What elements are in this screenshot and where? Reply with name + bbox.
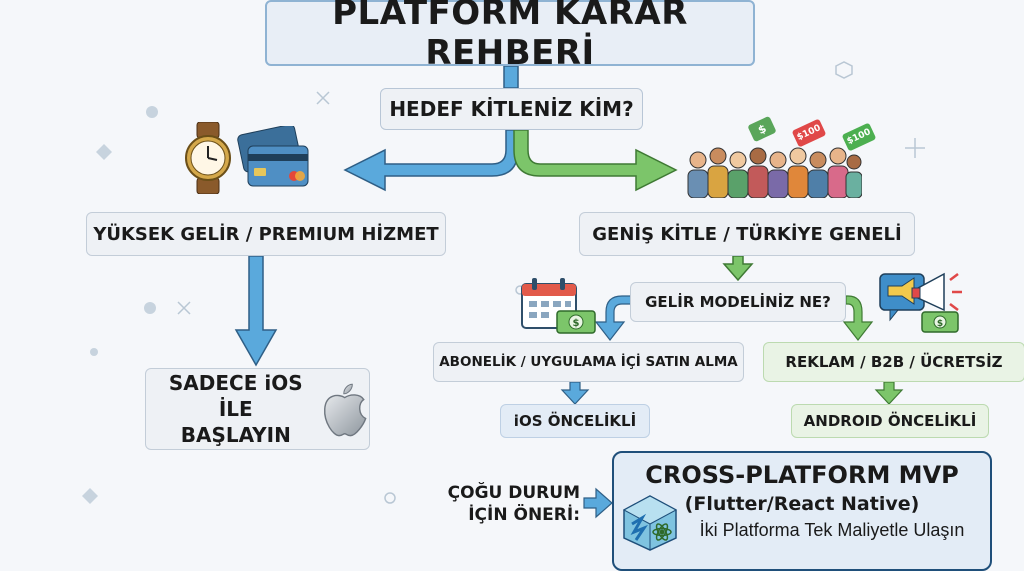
credit-card-icon xyxy=(237,126,309,187)
ads-branch-label: REKLAM / B2B / ÜCRETSİZ xyxy=(763,342,1024,382)
ios-only-line2: İLE BAŞLAYIN xyxy=(180,397,291,447)
decor-sparkles xyxy=(82,61,925,504)
decision-diagram: PLATFORM KARAR REHBERİ HEDEF KİTLENİZ Kİ… xyxy=(82,0,1024,571)
arrow-left-branch xyxy=(343,129,519,192)
crowd-icon xyxy=(687,147,862,198)
money-icon: $ xyxy=(556,310,596,334)
arrow-to-ios-first xyxy=(560,381,590,405)
android-first-result: ANDROID ÖNCELİKLİ xyxy=(791,404,989,438)
recommendation-line2: İÇİN ÖNERİ: xyxy=(468,505,580,525)
mass-market-branch-label: GENİŞ KİTLE / TÜRKİYE GENELİ xyxy=(579,212,915,256)
subscription-branch-label: ABONELİK / UYGULAMA İÇİ SATIN ALMA xyxy=(433,342,744,382)
ios-only-result: SADECE iOS İLE BAŞLAYIN xyxy=(145,368,370,450)
arrow-to-ads xyxy=(842,295,874,341)
mvp-subtitle: (Flutter/React Native) xyxy=(684,493,920,515)
watch-icon xyxy=(185,122,231,194)
arrow-left-down xyxy=(234,255,278,367)
revenue-question: GELİR MODELİNİZ NE? xyxy=(630,282,846,322)
ios-first-result: iOS ÖNCELİKLİ xyxy=(500,404,650,438)
ios-only-result-text: SADECE iOS İLE BAŞLAYIN xyxy=(164,370,308,448)
megaphone-icon: $ xyxy=(879,272,962,333)
mvp-title: CROSS-PLATFORM MVP xyxy=(645,461,959,489)
arrow-right-branch xyxy=(513,129,678,192)
premium-branch-label: YÜKSEK GELİR / PREMIUM HİZMET xyxy=(86,212,446,256)
arrow-to-mvp xyxy=(583,487,613,519)
apple-logo-icon xyxy=(323,383,367,437)
arrow-to-subscription xyxy=(594,295,633,341)
audience-question: HEDEF KİTLENİZ KİM? xyxy=(380,88,643,130)
page-title: PLATFORM KARAR REHBERİ xyxy=(265,0,755,73)
mvp-description: İki Platforma Tek Maliyetle Ulaşın xyxy=(699,520,965,540)
flow-arrows xyxy=(82,61,925,519)
svg-text:$: $ xyxy=(937,319,943,329)
arrow-right-down xyxy=(722,255,754,282)
react-icon xyxy=(652,523,672,541)
arrow-to-android-first xyxy=(874,381,904,405)
flutter-icon xyxy=(622,495,678,551)
recommendation-line1: ÇOĞU DURUM xyxy=(447,483,580,503)
recommendation-label: ÇOĞU DURUM İÇİN ÖNERİ: xyxy=(440,482,580,526)
svg-text:$: $ xyxy=(573,318,580,329)
ios-only-line1: SADECE iOS xyxy=(168,371,303,395)
